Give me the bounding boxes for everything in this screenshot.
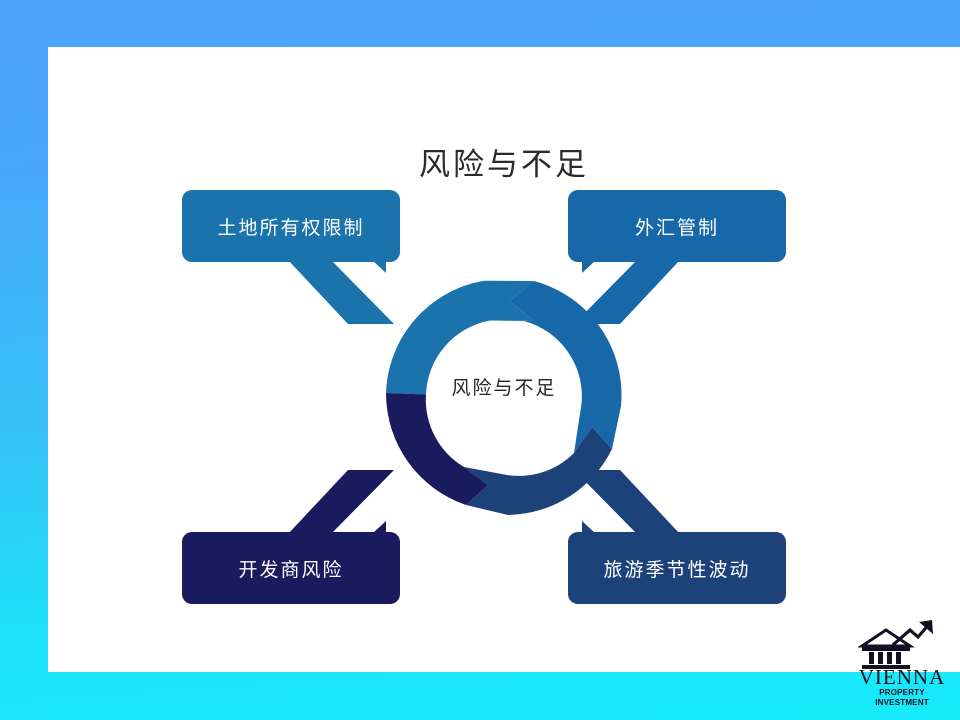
connector-arrows: [288, 260, 680, 534]
callout-tail-icon: [582, 521, 595, 533]
brand-logo: VIENNA PROPERTY INVESTMENT: [852, 618, 952, 707]
callout-bottom-right-label: 旅游季节性波动: [603, 558, 751, 581]
connector-arrow-bottom-right: [574, 470, 680, 534]
callout-top-right-label: 外汇管制: [634, 216, 719, 239]
callout-tail-icon: [582, 261, 595, 273]
callout-bottom-left[interactable]: 开发商风险: [182, 521, 400, 604]
cycle-ring: [385, 280, 622, 515]
callout-top-right[interactable]: 外汇管制: [568, 190, 786, 273]
connector-arrow-bottom-left: [288, 470, 394, 534]
callout-top-left-label: 土地所有权限制: [217, 216, 365, 239]
logo-wordmark: VIENNA: [858, 665, 946, 689]
cycle-diagram: 风险与不足 土地所有权限制 外汇管制 开发商风险 旅游季节性波动: [48, 47, 960, 672]
ring-segment-bottom-left[interactable]: [385, 393, 488, 505]
ring-segment-bottom-right[interactable]: [464, 427, 612, 515]
callout-tail-icon: [373, 261, 386, 273]
connector-arrow-top-right: [574, 260, 680, 324]
cycle-diagram-svg: [288, 260, 680, 534]
callout-bottom-right[interactable]: 旅游季节性波动: [568, 521, 786, 604]
classical-building-with-growth-arrow-icon: [858, 620, 933, 669]
callout-tail-icon: [373, 521, 386, 533]
connector-arrow-top-left: [288, 260, 394, 324]
logo-tagline: PROPERTY INVESTMENT: [875, 688, 929, 707]
ring-segment-top-left[interactable]: [386, 280, 534, 395]
callout-bottom-left-label: 开发商风险: [238, 558, 344, 581]
page-title: 风险与不足: [419, 147, 589, 183]
ring-segment-top-right[interactable]: [510, 281, 622, 453]
slide-card: 风险与不足: [48, 47, 960, 672]
callout-top-left[interactable]: 土地所有权限制: [182, 190, 400, 273]
